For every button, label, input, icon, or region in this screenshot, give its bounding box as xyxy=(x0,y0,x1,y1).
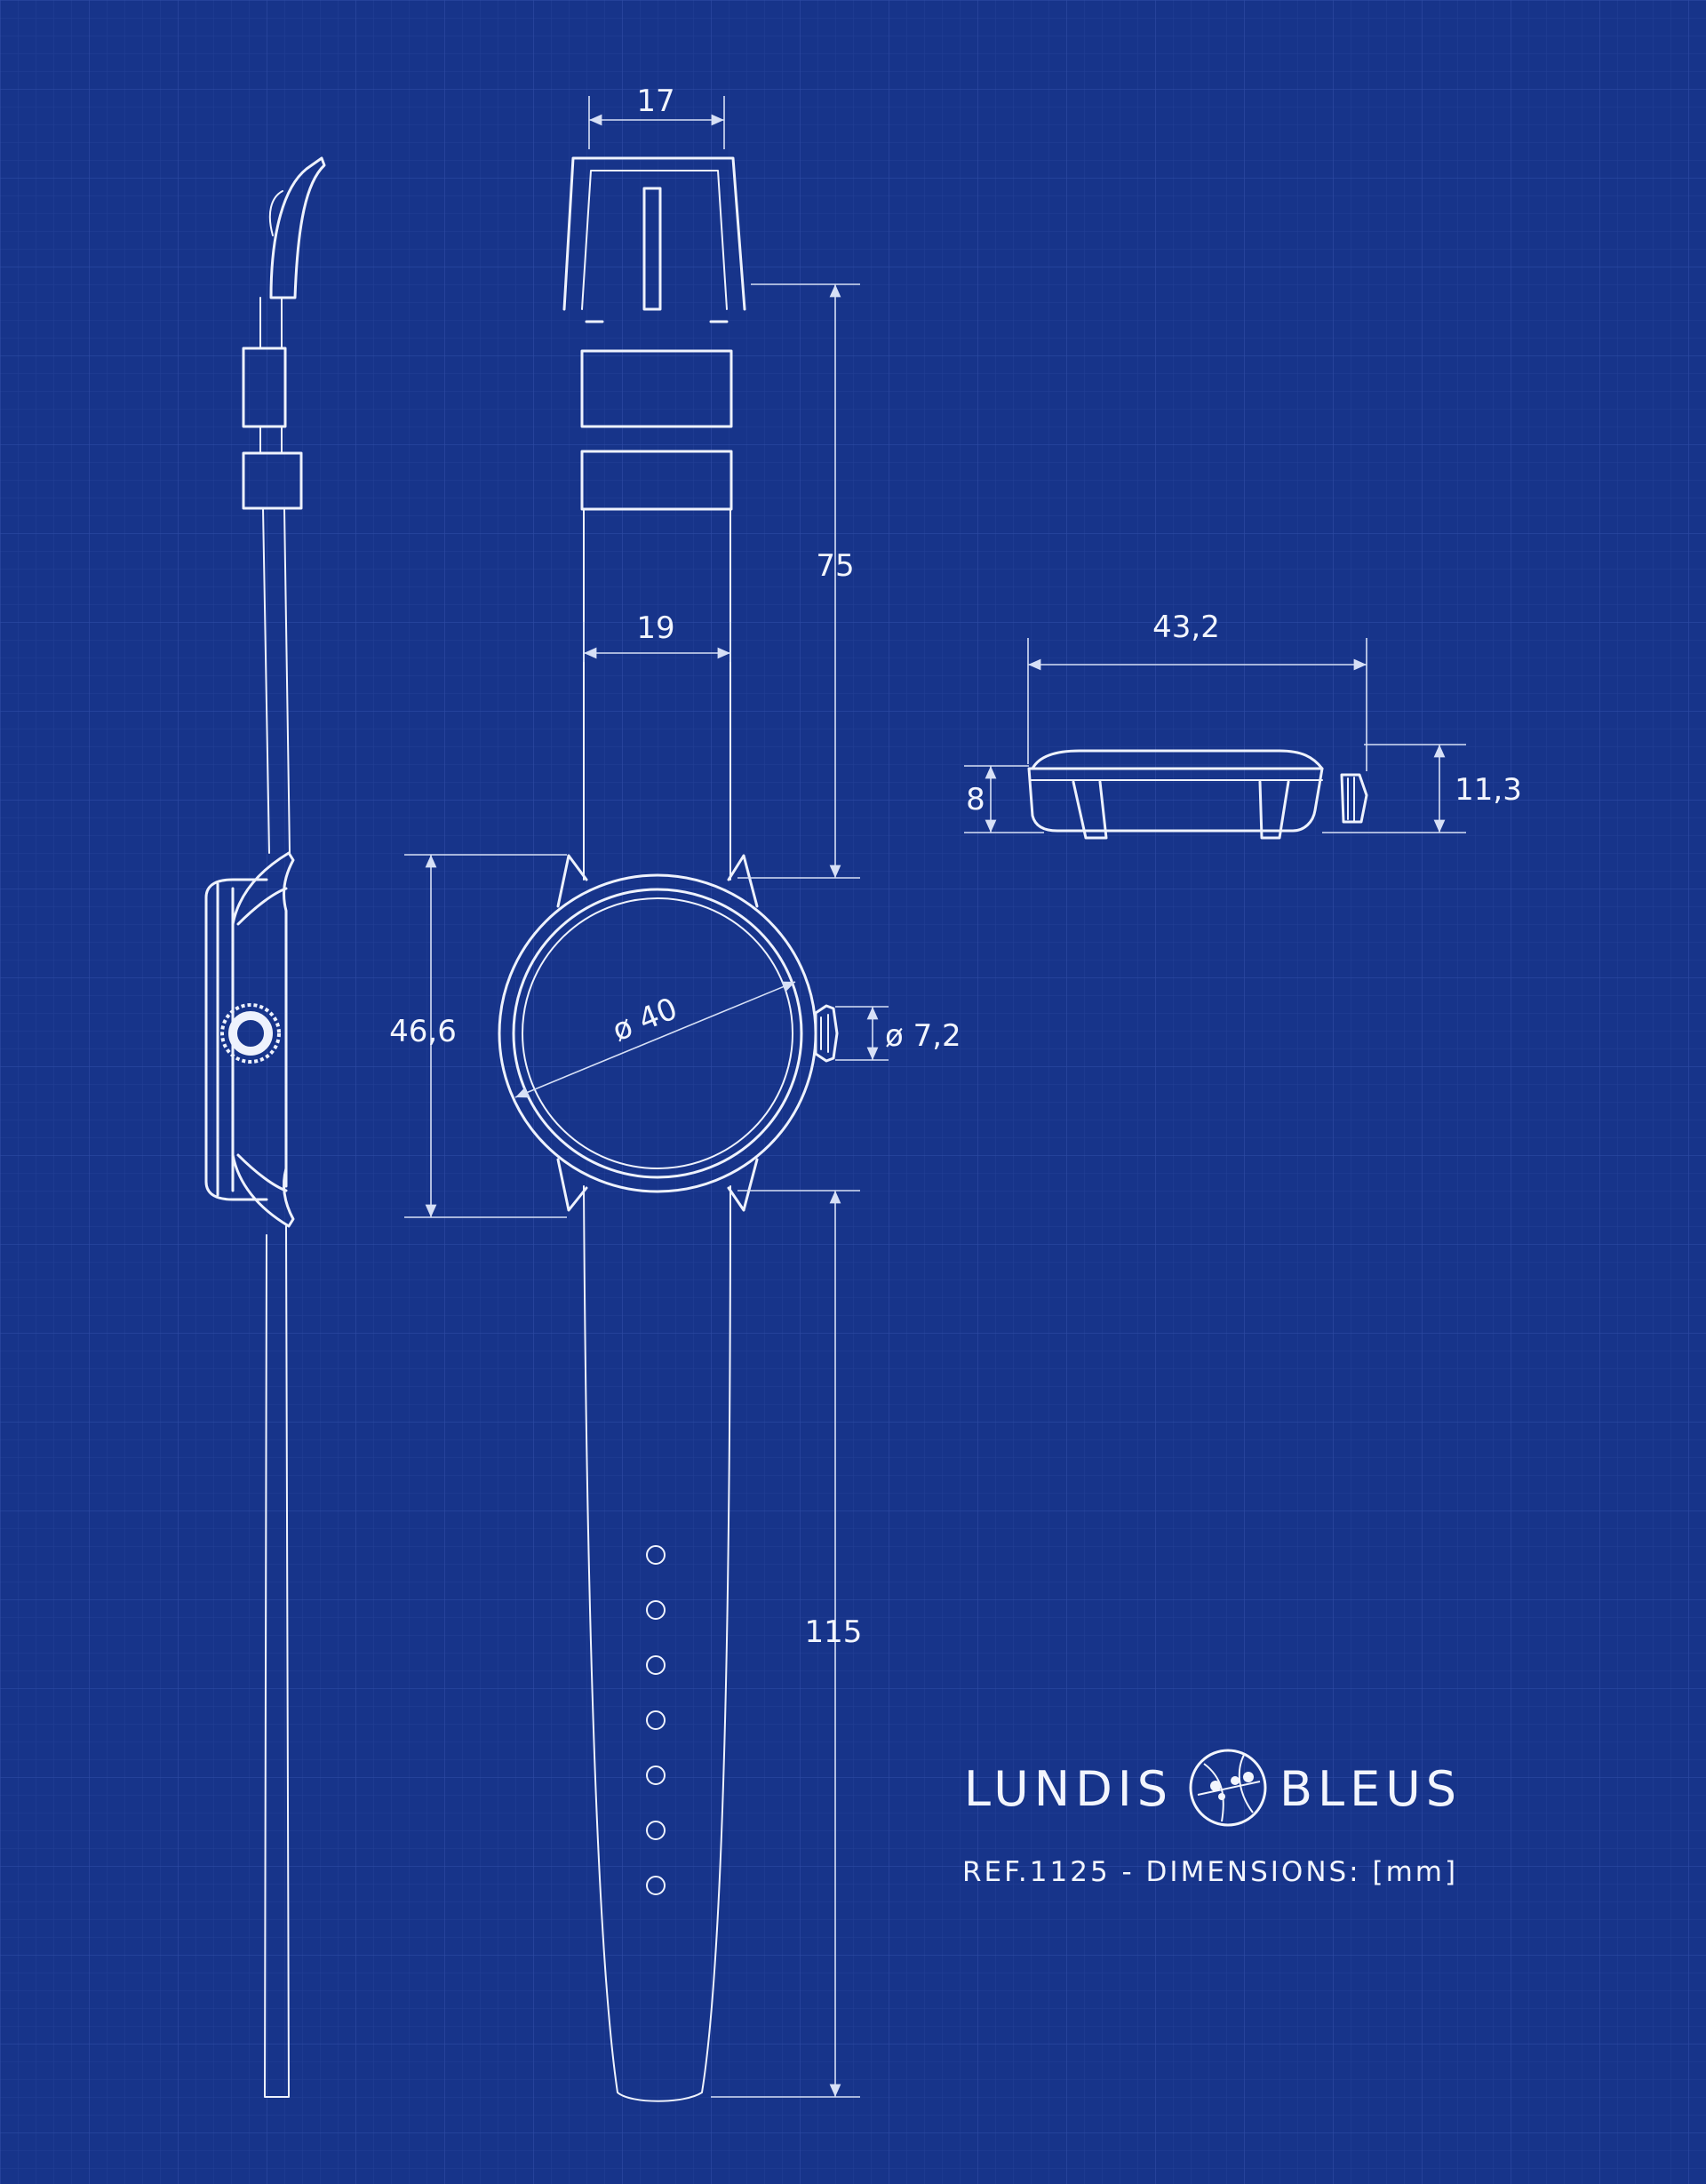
dim-label-strap-bottom-length: 115 xyxy=(805,1614,863,1650)
strap-hole xyxy=(646,1600,666,1620)
brand-name-right: BLEUS xyxy=(1280,1761,1462,1817)
brand-logo-icon xyxy=(1189,1749,1267,1827)
strap-hole xyxy=(646,1710,666,1730)
brand-name-left: LUNDIS xyxy=(964,1761,1173,1817)
dim-label-case-height-body: 8 xyxy=(966,782,985,817)
side-view-drawing xyxy=(204,156,326,2098)
dimension-lines xyxy=(404,96,1466,2098)
strap-hole xyxy=(646,1655,666,1675)
strap-hole xyxy=(646,1821,666,1840)
dim-label-strap-top-length: 75 xyxy=(816,548,854,584)
dim-label-case-length: 46,6 xyxy=(389,1014,457,1049)
dim-label-case-width-side: 43,2 xyxy=(1152,610,1220,645)
strap-hole xyxy=(646,1766,666,1785)
strap-hole xyxy=(646,1876,666,1895)
dim-label-buckle-width: 17 xyxy=(636,84,674,119)
dim-label-crown-diameter: ø 7,2 xyxy=(885,1018,961,1054)
case-side-view-drawing xyxy=(1027,749,1368,840)
dim-label-case-height-total: 11,3 xyxy=(1455,772,1522,808)
dim-label-strap-width: 19 xyxy=(636,610,674,646)
strap-hole xyxy=(646,1545,666,1565)
reference-caption: REF.1125 - DIMENSIONS: [mm] xyxy=(962,1856,1458,1888)
